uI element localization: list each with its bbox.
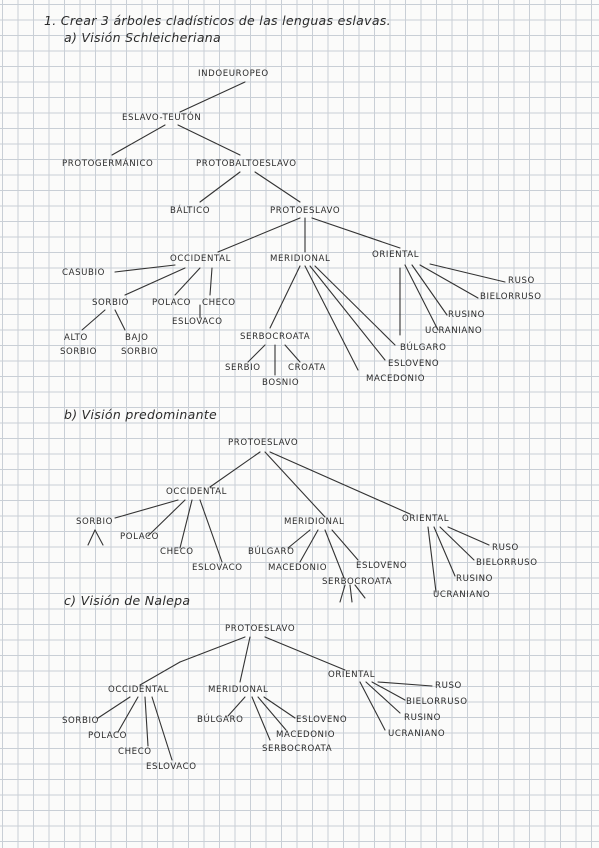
tree-a-node-bajo-sorbio-line1: BAJO xyxy=(125,333,149,343)
tree-a-node-ucraniano: UCRANIANO xyxy=(425,326,483,336)
tree-a-node-croata: CROATA xyxy=(288,363,326,373)
tree-b-node-ucraniano: UCRANIANO xyxy=(433,590,491,600)
tree-a-node-bielorruso: BIELORRUSO xyxy=(480,292,542,302)
tree-a-node-alto-sorbio-line2: SORBIO xyxy=(60,347,97,357)
tree-a-node-baltico: BÁLTICO xyxy=(170,206,211,216)
tree-a-node-serbocroata: SERBOCROATA xyxy=(240,332,311,342)
exercise-title: 1. Crear 3 árboles cladísticos de las le… xyxy=(44,13,391,28)
tree-c-node-rusino: RUSINO xyxy=(404,713,442,723)
tree-a-node-polaco: POLACO xyxy=(152,298,192,308)
tree-b-node-bulgaro: BÚLGARO xyxy=(248,547,295,557)
tree-a-node-protoeslavo: PROTOESLAVO xyxy=(270,206,341,216)
tree-a-node-checo: CHECO xyxy=(202,298,236,308)
tree-a-lines xyxy=(81,81,506,376)
tree-c-node-checo: CHECO xyxy=(118,747,152,757)
tree-a-node-protobaltoeslavo: PROTOBALTOESLAVO xyxy=(196,159,297,169)
tree-b-node-esloveno: ESLOVENO xyxy=(356,561,408,571)
tree-b-node-eslovaco: ESLOVACO xyxy=(192,563,243,573)
tree-a-node-macedonio: MACEDONIO xyxy=(366,374,426,384)
tree-b-node-sorbio: SORBIO xyxy=(76,517,113,527)
tree-a-node-indoeuropeo: INDOEUROPEO xyxy=(198,69,269,79)
tree-c-node-ruso: RUSO xyxy=(435,681,462,691)
tree-c-node-eslovaco: ESLOVACO xyxy=(146,762,197,772)
tree-a-node-oriental: ORIENTAL xyxy=(372,250,420,260)
tree-a-node-sorbio: SORBIO xyxy=(92,298,129,308)
tree-a-node-ruso: RUSO xyxy=(508,276,535,286)
tree-c-node-occidental: OCCIDENTAL xyxy=(108,685,170,695)
tree-b-node-meridional: MERIDIONAL xyxy=(284,517,345,527)
tree-b-lines xyxy=(87,451,490,603)
tree-c-node-esloveno: ESLOVENO xyxy=(296,715,348,725)
tree-c-node-sorbio: SORBIO xyxy=(62,716,99,726)
tree-b-node-occidental: OCCIDENTAL xyxy=(166,487,228,497)
tree-a-node-rusino: RUSINO xyxy=(448,310,486,320)
section-c-heading: c) Visión de Nalepa xyxy=(64,593,191,608)
tree-c-node-polaco: POLACO xyxy=(88,731,128,741)
tree-a-node-occidental: OCCIDENTAL xyxy=(170,254,232,264)
tree-b-node-protoeslavo: PROTOESLAVO xyxy=(228,438,299,448)
tree-b-node-oriental: ORIENTAL xyxy=(402,514,450,524)
tree-a-node-eslavo-teuton: ESLAVO-TEUTÓN xyxy=(122,113,202,123)
tree-a-node-protogermanico: PROTOGERMÁNICO xyxy=(62,159,154,169)
tree-a-node-alto-sorbio-line1: ALTO xyxy=(64,333,88,343)
tree-c-node-bielorruso: BIELORRUSO xyxy=(406,697,468,707)
tree-c-lines xyxy=(97,636,433,761)
tree-c-node-bulgaro: BÚLGARO xyxy=(197,715,244,725)
tree-a-node-bosnio: BOSNIO xyxy=(262,378,300,388)
tree-a-node-serbio: SERBIO xyxy=(225,363,261,373)
tree-c-node-oriental: ORIENTAL xyxy=(328,670,376,680)
tree-b-node-ruso: RUSO xyxy=(492,543,519,553)
tree-b-node-bielorruso: BIELORRUSO xyxy=(476,558,538,568)
tree-a-node-esloveno: ESLOVENO xyxy=(388,359,440,369)
tree-c-node-protoeslavo: PROTOESLAVO xyxy=(225,624,296,634)
section-b-heading: b) Visión predominante xyxy=(64,407,218,422)
tree-b-node-checo: CHECO xyxy=(160,547,194,557)
tree-b-node-rusino: RUSINO xyxy=(456,574,494,584)
tree-c-node-serbocroata: SERBOCROATA xyxy=(262,744,333,754)
tree-a-node-bajo-sorbio-line2: SORBIO xyxy=(121,347,158,357)
tree-c-node-macedonio: MACEDONIO xyxy=(276,730,336,740)
tree-b-node-serbocroata: SERBOCROATA xyxy=(322,577,393,587)
tree-a-node-meridional: MERIDIONAL xyxy=(270,254,331,264)
tree-a-node-eslovaco: ESLOVACO xyxy=(172,317,223,327)
tree-a-node-casubio: CASUBIO xyxy=(62,268,106,278)
section-a-heading: a) Visión Schleicheriana xyxy=(64,30,221,45)
tree-c-node-meridional: MERIDIONAL xyxy=(208,685,269,695)
tree-b-node-macedonio: MACEDONIO xyxy=(268,563,328,573)
tree-c-node-ucraniano: UCRANIANO xyxy=(388,729,446,739)
tree-a-node-bulgaro: BÚLGARO xyxy=(400,343,447,353)
tree-b-node-polaco: POLACO xyxy=(120,532,160,542)
